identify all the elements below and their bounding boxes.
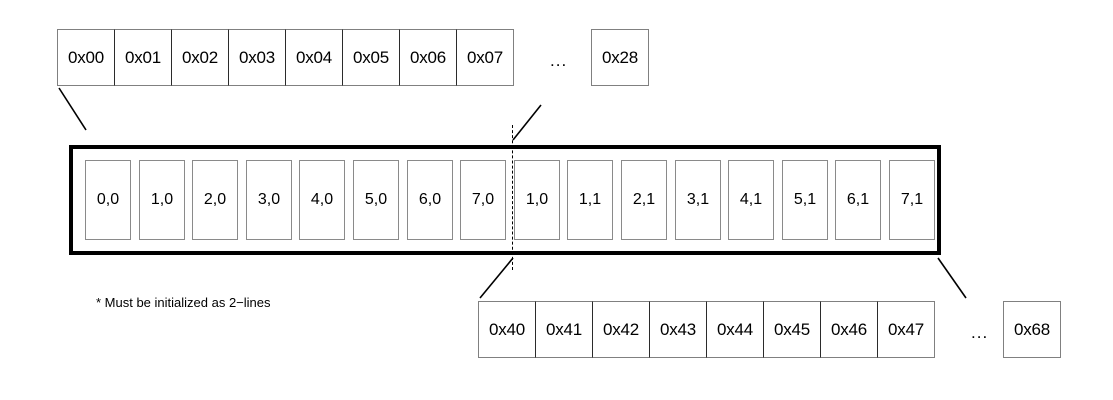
cache-word-cell-right: 5,1 [782,160,828,240]
cache-word-cell-left: 7,0 [460,160,506,240]
bottom-left-connector [479,257,514,299]
address-cell: 0x40 [478,301,536,358]
address-cell: 0x02 [171,29,229,86]
address-cell: 0x42 [592,301,650,358]
address-cell: 0x44 [706,301,764,358]
top-right-connector [512,104,542,141]
cache-word-cell-right: 2,1 [621,160,667,240]
cache-word-cell-right: 3,1 [675,160,721,240]
cache-word-cell-right: 1,1 [567,160,613,240]
cache-word-cell-right: 6,1 [835,160,881,240]
bottom-right-connector [937,257,967,299]
cache-word-cell-left: 3,0 [246,160,292,240]
cache-word-cell-left: 2,0 [192,160,238,240]
address-row-ellipsis: ... [971,323,989,342]
cache-word-cell-right: 1,0 [514,160,560,240]
address-cell-tail: 0x28 [591,29,649,86]
cache-line-divider [512,125,513,270]
address-cell: 0x46 [820,301,878,358]
address-cell: 0x41 [535,301,593,358]
address-cell: 0x43 [649,301,707,358]
address-cell: 0x47 [877,301,935,358]
address-cell: 0x00 [57,29,115,86]
cache-word-cell-left: 0,0 [85,160,131,240]
cache-word-cell-left: 4,0 [299,160,345,240]
address-cell: 0x05 [342,29,400,86]
cache-word-cell-right: 7,1 [889,160,935,240]
address-cell: 0x45 [763,301,821,358]
cache-word-cell-left: 6,0 [407,160,453,240]
address-cell-tail: 0x68 [1003,301,1061,358]
cache-word-cell-right: 4,1 [728,160,774,240]
address-cell: 0x01 [114,29,172,86]
top-left-connector [58,87,87,131]
address-cell: 0x03 [228,29,286,86]
address-row-ellipsis: ... [550,51,568,70]
footnote-text: * Must be initialized as 2−lines [96,295,271,310]
address-cell: 0x06 [399,29,457,86]
address-cell: 0x07 [456,29,514,86]
cache-word-cell-left: 5,0 [353,160,399,240]
address-cell: 0x04 [285,29,343,86]
cache-word-cell-left: 1,0 [139,160,185,240]
